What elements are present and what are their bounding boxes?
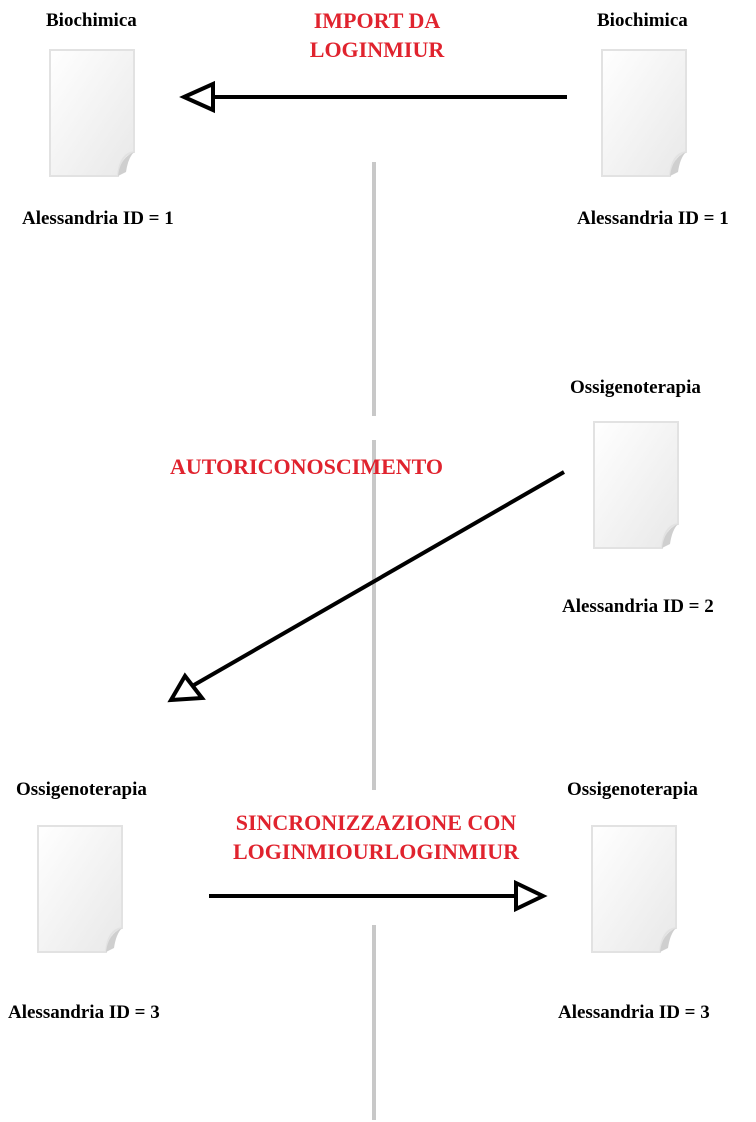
autoriconoscimento-label: AUTORICONOSCIMENTO <box>170 454 444 479</box>
middle-right-id: Alessandria ID = 2 <box>562 596 714 617</box>
import-label-line1: IMPORT DA <box>313 8 441 33</box>
sincronizzazione-label-line2: LOGINMIOURLOGINMIUR <box>232 839 519 864</box>
document-icon <box>593 421 679 549</box>
top-right-title: Biochimica <box>597 10 688 31</box>
sincronizzazione-label: SINCRONIZZAZIONE CON LOGINMIOURLOGINMIUR <box>196 808 556 866</box>
sincronizzazione-label-line1: SINCRONIZZAZIONE CON <box>235 810 517 835</box>
document-icon <box>37 825 123 953</box>
import-label: IMPORT DA LOGINMIUR <box>282 6 472 64</box>
bottom-right-id: Alessandria ID = 3 <box>558 1002 710 1023</box>
top-right-id: Alessandria ID = 1 <box>577 208 729 229</box>
bottom-left-title: Ossigenoterapia <box>16 779 147 800</box>
import-label-line2: LOGINMIUR <box>309 37 445 62</box>
document-icon <box>601 49 687 177</box>
top-left-title: Biochimica <box>46 10 137 31</box>
bottom-right-title: Ossigenoterapia <box>567 779 698 800</box>
top-left-id: Alessandria ID = 1 <box>22 208 174 229</box>
document-icon <box>49 49 135 177</box>
bottom-left-id: Alessandria ID = 3 <box>8 1002 160 1023</box>
middle-right-title: Ossigenoterapia <box>570 377 701 398</box>
document-icon <box>591 825 677 953</box>
